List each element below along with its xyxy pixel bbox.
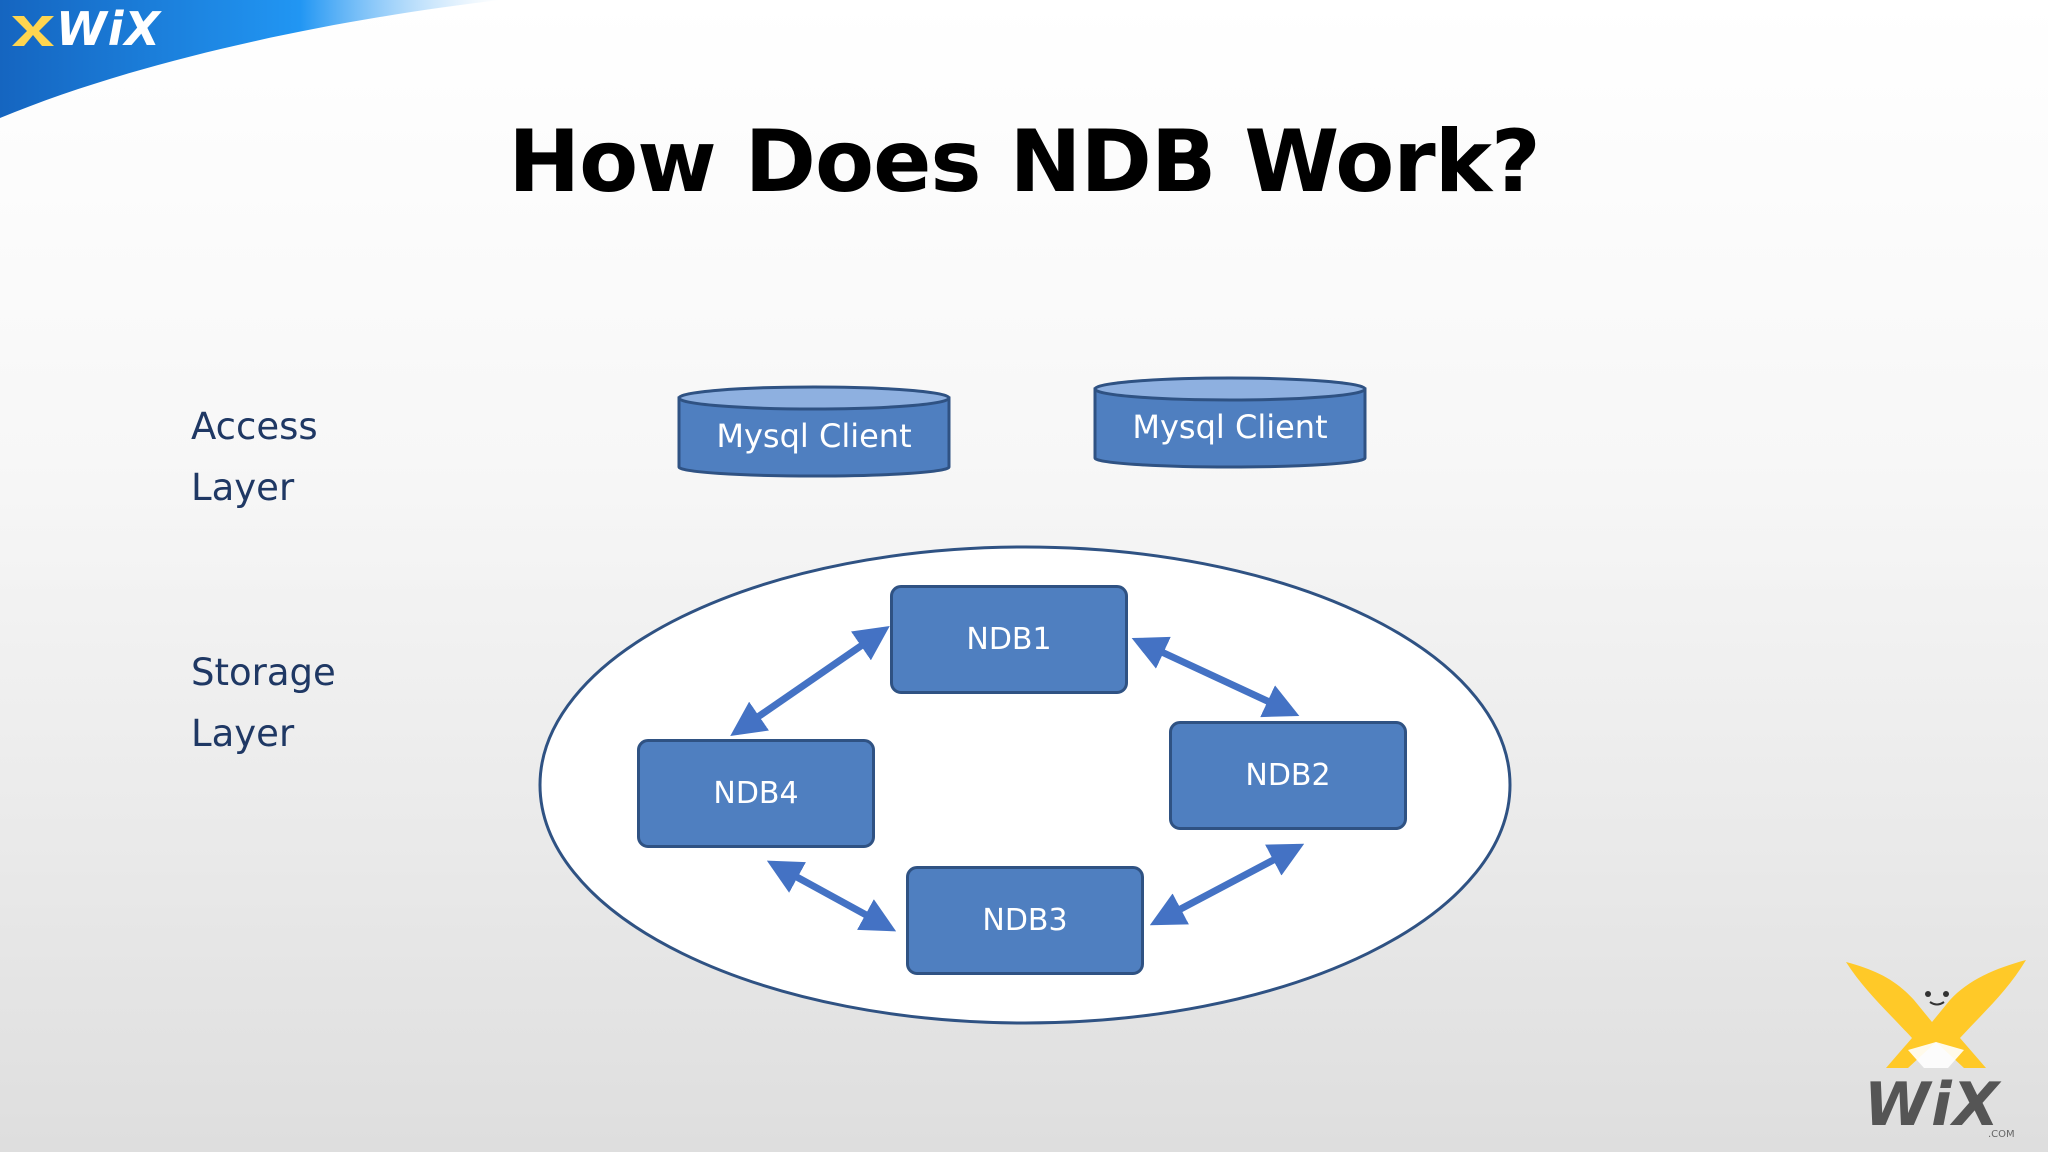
arrow-ndb3-ndb4 <box>766 860 897 932</box>
arrow-ndb4-ndb1 <box>730 626 890 736</box>
arrow-ndb2-ndb3 <box>1149 843 1305 926</box>
storage-layer-line-1: Storage <box>191 651 336 694</box>
mysql-client-2-label: Mysql Client <box>1132 408 1328 446</box>
storage-layer-line-2: Layer <box>191 712 295 755</box>
ndb3-node: NDB3 <box>906 866 1144 975</box>
ndb4-label: NDB4 <box>713 776 799 811</box>
mysql-client-2 <box>1093 376 1367 469</box>
slide-title: How Does NDB Work? <box>508 112 1541 212</box>
corner-logo-x-icon <box>12 16 54 46</box>
access-layer-line-1: Access <box>191 405 318 448</box>
wix-mascot-logo-icon <box>1846 960 2026 1068</box>
mysql-client-1-label: Mysql Client <box>716 417 912 455</box>
brand-logo-subtext: .COM <box>1988 1129 2015 1140</box>
ndb2-node: NDB2 <box>1169 721 1407 830</box>
brand-logo-text: WiX <box>1864 1070 2001 1140</box>
mysql-client-1 <box>677 385 951 478</box>
access-layer-line-2: Layer <box>191 466 295 509</box>
storage-layer-label: Storage Layer <box>191 642 336 764</box>
access-layer-label: Access Layer <box>191 396 318 518</box>
corner-logo-text: WiX <box>56 2 161 56</box>
ndb4-node: NDB4 <box>637 739 875 848</box>
ndb1-label: NDB1 <box>966 622 1052 657</box>
arrow-ndb1-ndb2 <box>1131 636 1300 718</box>
ndb1-node: NDB1 <box>890 585 1128 694</box>
ndb3-label: NDB3 <box>982 903 1068 938</box>
corner-swoosh <box>0 0 500 118</box>
ndb2-label: NDB2 <box>1245 758 1331 793</box>
